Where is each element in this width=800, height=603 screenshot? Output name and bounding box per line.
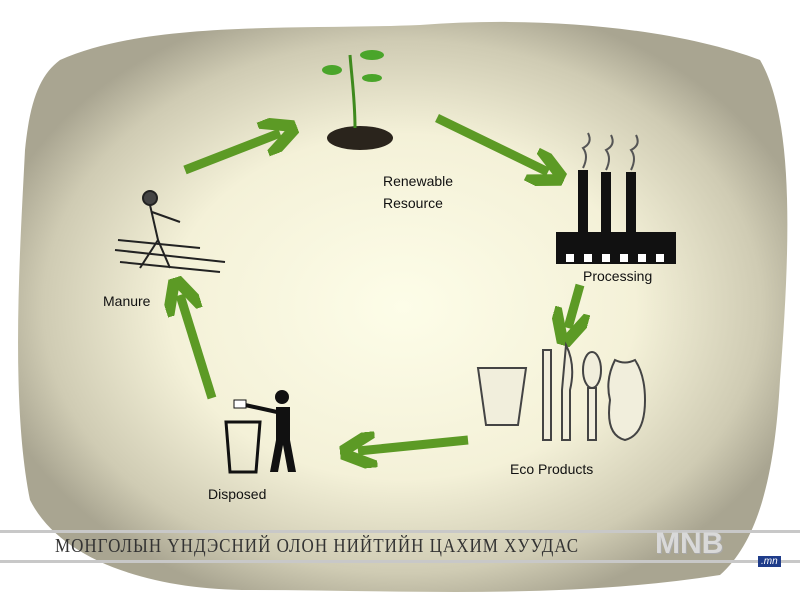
disposed-label: Disposed bbox=[208, 486, 267, 502]
mnb-logo: MNB bbox=[655, 527, 723, 561]
logo-text: MNB bbox=[655, 527, 724, 560]
banner-text: МОНГОЛЫН ҮНДЭСНИЙ ОЛОН НИЙТИЙН ЦАХИМ ХУУ… bbox=[55, 534, 580, 557]
trash-bin-person-icon bbox=[224, 390, 296, 474]
banner-line-bottom bbox=[0, 560, 800, 563]
arrow-products-to-disposed bbox=[358, 440, 469, 451]
arrow-resource-to-processing bbox=[435, 113, 548, 172]
logo-suffix: .mn bbox=[758, 556, 781, 567]
farmer-icon bbox=[114, 190, 226, 273]
factory-icon bbox=[556, 132, 676, 264]
renewable-label-line1: Renewable bbox=[383, 173, 454, 189]
eco-products-label: Eco Products bbox=[510, 461, 594, 477]
sprout-icon bbox=[322, 50, 393, 150]
processing-label: Processing bbox=[583, 268, 653, 284]
eco-products-icon bbox=[476, 341, 647, 442]
arrow-manure-to-resource bbox=[183, 133, 280, 175]
banner-line-top bbox=[0, 530, 800, 533]
renewable-resource-label: Renewable Resource bbox=[383, 170, 453, 214]
resource-label-line2: Resource bbox=[383, 195, 443, 211]
arrow-processing-to-products bbox=[568, 283, 580, 328]
manure-label: Manure bbox=[103, 293, 151, 309]
arrow-disposed-to-manure bbox=[180, 295, 217, 400]
cycle-arrows bbox=[180, 113, 580, 451]
